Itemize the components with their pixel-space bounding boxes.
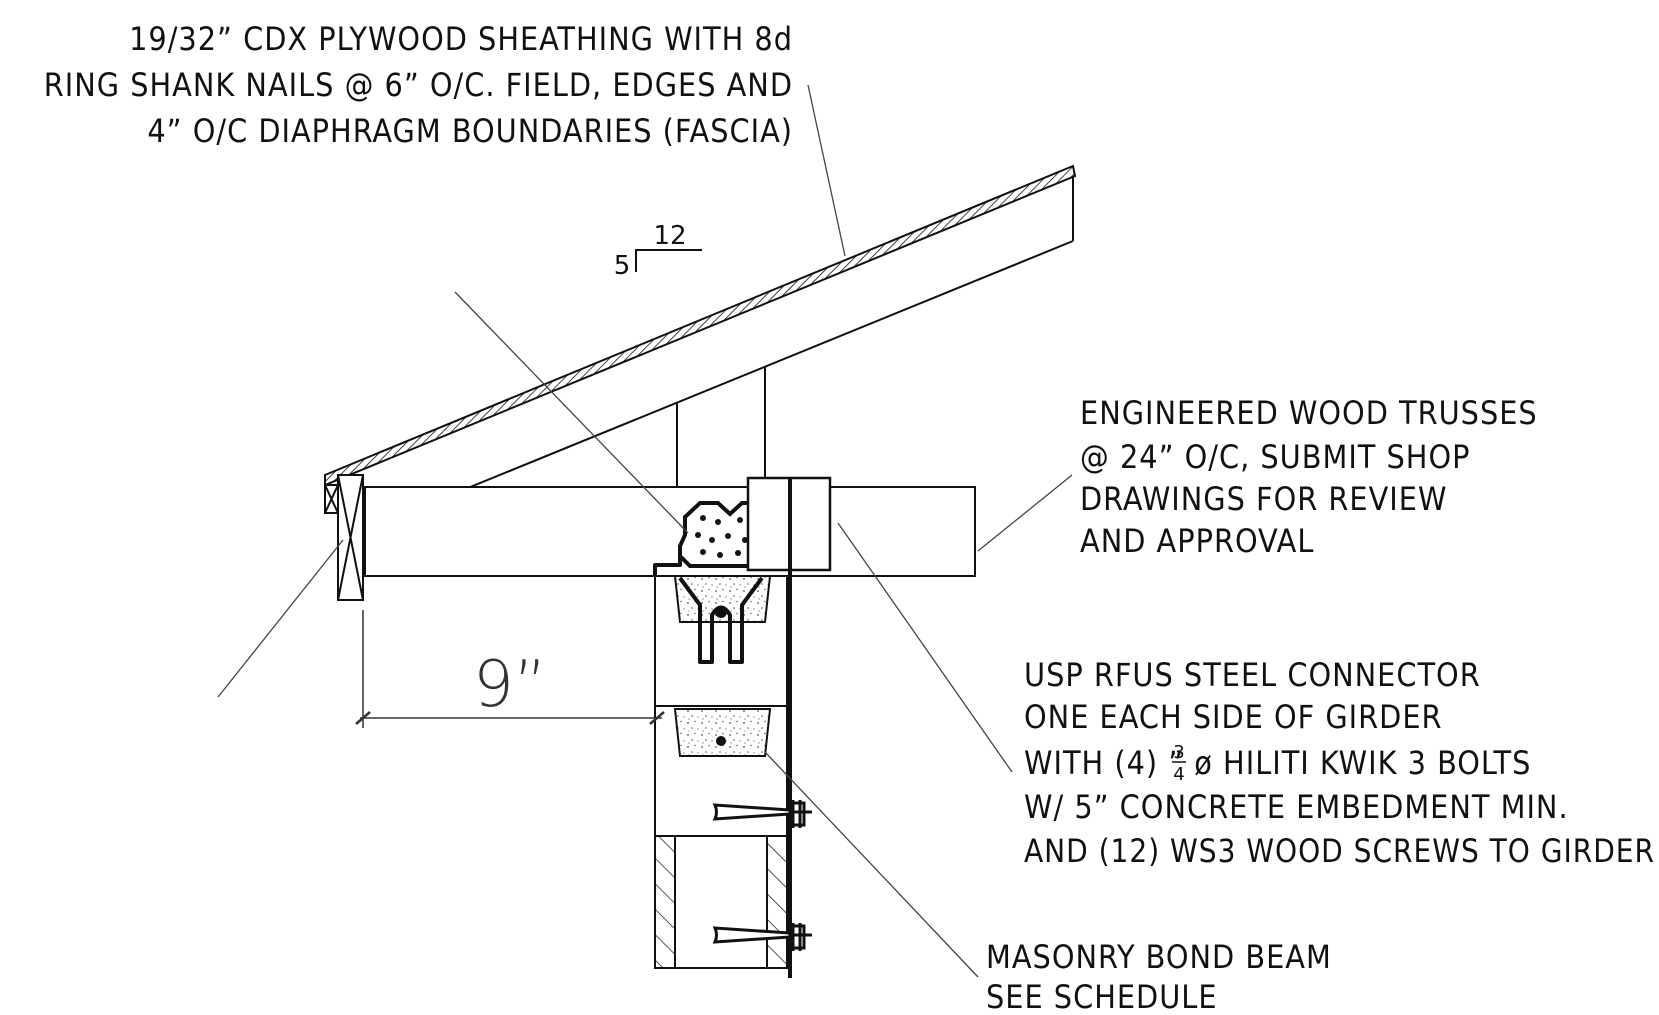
trusses-note: ENGINEERED WOOD TRUSSES @ 24” O/C, SUBMI…: [1080, 394, 1538, 560]
truss-web-members: [676, 366, 766, 487]
leader-lines: [217, 84, 1073, 978]
trusses-note-line-3: DRAWINGS FOR REVIEW: [1080, 480, 1447, 518]
sheathing-note-line-3: 4” O/C DIAPHRAGM BOUNDARIES (FASCIA): [147, 112, 793, 150]
connector-note-line-2: ONE EACH SIDE OF GIRDER: [1024, 698, 1443, 736]
masonry-note: MASONRY BOND BEAM SEE SCHEDULE: [986, 938, 1332, 1015]
sheathing-note-line-1: 19/32” CDX PLYWOOD SHEATHING WITH 8d: [129, 20, 793, 58]
roof-pitch-symbol: 5 12: [614, 221, 702, 281]
sheathing-note: 19/32” CDX PLYWOOD SHEATHING WITH 8d RIN…: [44, 20, 793, 150]
trusses-note-line-2: @ 24” O/C, SUBMIT SHOP: [1080, 438, 1470, 476]
trusses-note-line-4: AND APPROVAL: [1080, 522, 1314, 560]
connector-note-line-3-end: ” ø HILITI KWIK 3 BOLTS: [1168, 744, 1531, 782]
masonry-note-line-2: SEE SCHEDULE: [986, 978, 1218, 1015]
overhang-dimension-value: 9”: [473, 648, 547, 722]
trusses-note-line-1: ENGINEERED WOOD TRUSSES: [1080, 394, 1538, 432]
pitch-rise: 5: [614, 251, 631, 281]
connector-note-line-4: W/ 5” CONCRETE EMBEDMENT MIN.: [1024, 788, 1569, 826]
anchor-bolt: [678, 576, 764, 664]
masonry-note-line-1: MASONRY BOND BEAM: [986, 938, 1332, 976]
rfus-connector-bracket: [746, 476, 832, 572]
fraction-numerator: 3: [1173, 742, 1184, 763]
connector-note-line-1: USP RFUS STEEL CONNECTOR: [1024, 656, 1481, 694]
pitch-run: 12: [653, 221, 686, 251]
overhang-dimension: [355, 610, 665, 728]
fraction-denominator: 4: [1173, 764, 1184, 785]
connector-note-line-5: AND (12) WS3 WOOD SCREWS TO GIRDER: [1024, 832, 1655, 870]
plywood-sheathing: [324, 164, 1077, 513]
sheathing-note-line-2: RING SHANK NAILS @ 6” O/C. FIELD, EDGES …: [44, 66, 793, 104]
truss-bottom-chord: [364, 486, 976, 577]
truss-top-chord: [364, 176, 1074, 531]
connector-note-line-3-start: WITH (4): [1024, 744, 1168, 782]
connector-note: USP RFUS STEEL CONNECTOR ONE EACH SIDE O…: [1024, 656, 1655, 870]
wedge-anchor-bolt-lower: [712, 923, 812, 951]
connector-note-line-3: WITH (4) ” ø HILITI KWIK 3 BOLTS: [1024, 744, 1531, 782]
rebar-dot: [716, 736, 726, 746]
wedge-anchor-bolt-upper: [712, 800, 812, 828]
fascia-board: [324, 474, 364, 601]
